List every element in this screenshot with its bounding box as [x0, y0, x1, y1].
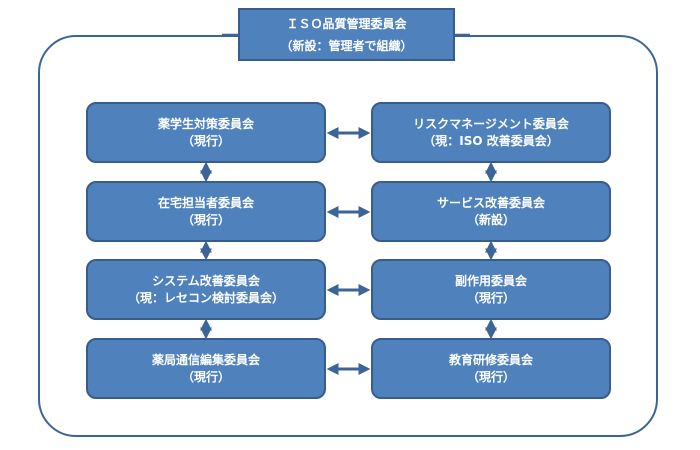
committee-risk-management: リスクマネージメント委員会 （現：ISO 改善委員会） — [371, 102, 611, 163]
committee-name: 在宅担当者委員会 — [157, 195, 254, 210]
committee-name: 教育研修委員会 — [448, 352, 533, 367]
iso-quality-committee: ＩＳＯ品質管理委員会 （新設：管理者で組織） — [238, 8, 455, 61]
committee-education-training: 教育研修委員会 （現行） — [371, 338, 611, 399]
committee-name: システム改善委員会 — [152, 273, 260, 288]
committee-name: 薬局通信編集委員会 — [151, 352, 260, 367]
committee-name: サービス改善委員会 — [436, 195, 545, 210]
committee-newsletter: 薬局通信編集委員会 （現行） — [86, 338, 326, 399]
committee-status: （現行） — [466, 369, 515, 384]
title-line1: ＩＳＯ品質管理委員会 — [286, 16, 407, 31]
committee-system-improvement: システム改善委員会 （現：レセコン検討委員会） — [86, 259, 326, 320]
committee-side-effects: 副作用委員会 （現行） — [371, 259, 611, 320]
committee-name: 薬学生対策委員会 — [157, 116, 254, 131]
committee-status: （現行） — [181, 212, 230, 227]
committee-pharmacy-student: 薬学生対策委員会 （現行） — [86, 102, 326, 163]
title-line2: （新設：管理者で組織） — [280, 38, 413, 53]
committee-status: （現：ISO 改善委員会） — [423, 133, 559, 148]
committee-service-improvement: サービス改善委員会 （新設） — [371, 181, 611, 242]
committee-status: （現行） — [466, 290, 515, 305]
committee-status: （新設） — [466, 212, 515, 227]
committee-status: （現行） — [181, 369, 230, 384]
committee-name: リスクマネージメント委員会 — [413, 116, 569, 131]
committee-status: （現行） — [181, 133, 230, 148]
committee-status: （現：レセコン検討委員会） — [127, 290, 284, 305]
committee-home-care: 在宅担当者委員会 （現行） — [86, 181, 326, 242]
committee-name: 副作用委員会 — [454, 273, 527, 288]
